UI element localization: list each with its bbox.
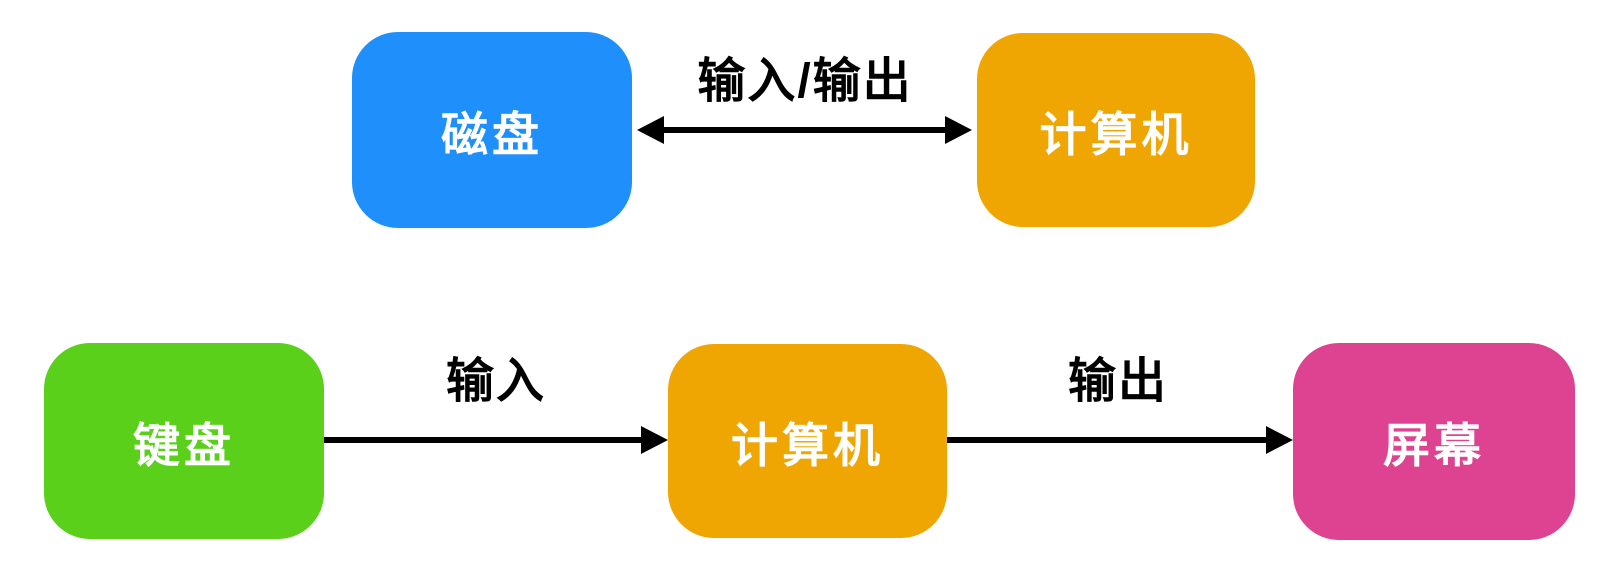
node-disk: 磁盘 [352, 32, 632, 228]
edge-label-output: 输出 [1067, 355, 1169, 408]
edge-label-input: 输入 [445, 355, 547, 408]
node-keyboard-label: 键盘 [133, 418, 235, 472]
node-disk-label: 磁盘 [441, 107, 543, 161]
node-screen: 屏幕 [1293, 343, 1575, 540]
output-arrow [947, 426, 1293, 454]
node-computer-top: 计算机 [977, 33, 1255, 227]
node-screen-label: 屏幕 [1383, 419, 1485, 472]
edge-label-io: 输入/输出 [697, 55, 913, 108]
input-arrow [324, 426, 668, 454]
node-computer-bottom-label: 计算机 [731, 418, 884, 472]
node-computer-bottom: 计算机 [668, 344, 947, 538]
io-arrow [637, 116, 972, 144]
node-keyboard: 键盘 [44, 343, 324, 539]
node-computer-top-label: 计算机 [1039, 107, 1193, 161]
